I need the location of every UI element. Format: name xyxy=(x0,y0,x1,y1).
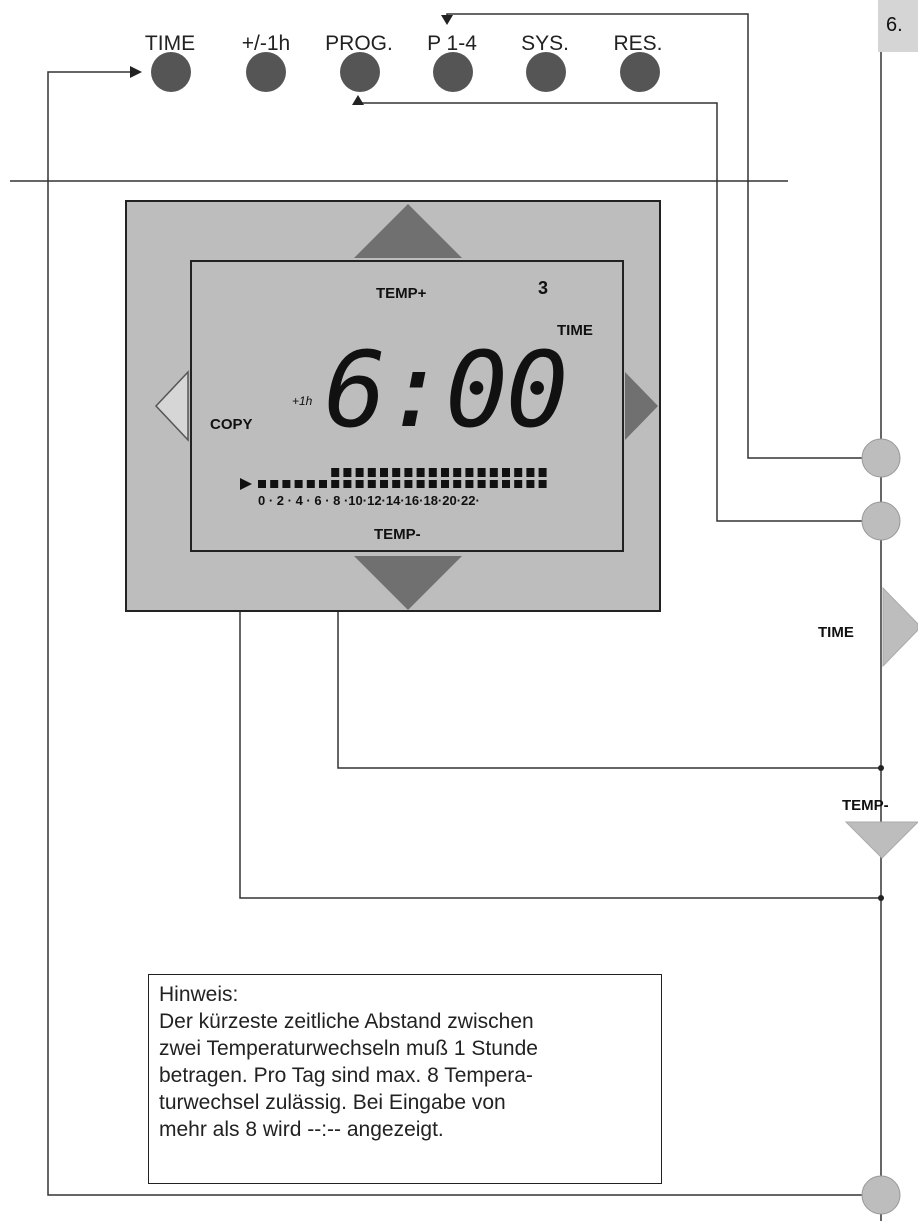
hint-line: turwechsel zulässig. Bei Eingabe von xyxy=(159,1091,506,1114)
hour-segment-high xyxy=(428,468,437,477)
hour-segment-low xyxy=(453,480,462,488)
left-arrow-button xyxy=(154,370,189,442)
plus-1h-indicator: +1h xyxy=(292,394,313,408)
hour-segment-high xyxy=(514,468,523,477)
hour-segment-low xyxy=(270,480,279,488)
side-right-arrow-icon xyxy=(882,586,918,668)
side-temp-minus-label: TEMP- xyxy=(842,797,889,814)
plus-minus-1h-button[interactable] xyxy=(246,52,286,92)
side-button-time-start xyxy=(861,1175,901,1215)
button-label-time: TIME xyxy=(144,32,196,55)
hour-segment-low xyxy=(258,480,266,488)
button-label-prog: PROG. xyxy=(325,32,393,55)
hour-segment-high xyxy=(380,468,388,477)
temp-plus-label: TEMP+ xyxy=(376,285,427,302)
right-arrow-button xyxy=(625,372,658,440)
hour-segment-low xyxy=(404,480,413,488)
junction-dot xyxy=(878,765,884,771)
sys-button[interactable] xyxy=(526,52,566,92)
hour-segment-high xyxy=(367,468,376,477)
side-button-p14 xyxy=(861,438,901,478)
wire-prog-button xyxy=(360,102,862,522)
temp-minus-arrow-button xyxy=(354,556,462,610)
hour-segment-high xyxy=(502,468,510,477)
hour-segment-high xyxy=(477,468,486,477)
res-button[interactable] xyxy=(620,52,660,92)
hint-title: Hinweis: xyxy=(159,983,239,1006)
hour-segment-low xyxy=(416,480,425,488)
time-button[interactable] xyxy=(151,52,191,92)
hour-segment-high xyxy=(489,468,498,477)
pointer-triangle-icon xyxy=(240,478,252,490)
hint-line: zwei Temperaturwechseln muß 1 Stunde xyxy=(159,1037,538,1060)
hour-segment-high xyxy=(392,468,401,477)
wire-time-button xyxy=(47,71,862,1196)
button-label-p14: P 1-4 xyxy=(427,32,477,55)
hour-segment-low xyxy=(538,480,547,488)
side-down-arrow-icon xyxy=(844,821,918,859)
temp-plus-arrow-button xyxy=(354,204,462,258)
arrow-to-prog-button xyxy=(352,95,364,105)
hour-segment-low xyxy=(282,480,291,488)
arrow-to-time-button xyxy=(130,66,142,78)
p14-button[interactable] xyxy=(433,52,473,92)
side-time-label: TIME xyxy=(818,624,854,641)
hour-segment-low xyxy=(331,480,340,488)
hour-segment-low xyxy=(343,480,352,488)
hour-segment-low xyxy=(502,480,510,488)
button-label-res: RES. xyxy=(613,32,663,55)
hour-segment-low xyxy=(441,480,449,488)
hour-segment-low xyxy=(392,480,401,488)
side-button-prog xyxy=(861,501,901,541)
hint-line: betragen. Pro Tag sind max. 8 Tempera- xyxy=(159,1064,533,1087)
hour-segment-high xyxy=(343,468,352,477)
hour-segment-low xyxy=(367,480,376,488)
hint-line: mehr als 8 wird --:-- angezeigt. xyxy=(159,1118,444,1141)
hour-segment-low xyxy=(428,480,437,488)
hour-segment-low xyxy=(526,480,535,488)
hour-segment-low xyxy=(294,480,303,488)
hour-segment-low xyxy=(319,480,327,488)
button-label-plus-minus-1h: +/-1h xyxy=(241,32,291,55)
prog-button[interactable] xyxy=(340,52,380,92)
hour-scale: 0 · 2 · 4 · 6 · 8 ·10·12·14·16·18·20·22· xyxy=(258,493,480,508)
hour-segment-high xyxy=(441,468,449,477)
hour-segment-high xyxy=(465,468,474,477)
wire-pointer xyxy=(239,484,881,899)
copy-label: COPY xyxy=(210,416,253,433)
hour-segment-high xyxy=(331,468,340,477)
lcd-screen xyxy=(190,260,624,552)
junction-dot xyxy=(878,895,884,901)
hour-segment-high xyxy=(355,468,364,477)
hour-segment-high xyxy=(404,468,413,477)
hour-segment-high xyxy=(526,468,535,477)
hour-segment-high xyxy=(416,468,425,477)
hint-box: Hinweis: Der kürzeste zeitliche Abstand … xyxy=(148,974,662,1184)
hour-segment-low xyxy=(380,480,388,488)
arrow-to-p14-button xyxy=(441,15,453,25)
hour-segment-high xyxy=(538,468,547,477)
time-display: 6:00 xyxy=(324,329,568,451)
hour-segment-high xyxy=(453,468,462,477)
hour-segment-low xyxy=(306,480,315,488)
hour-segment-low xyxy=(514,480,523,488)
section-number: 6. xyxy=(878,0,918,52)
hint-line: Der kürzeste zeitliche Abstand zwischen xyxy=(159,1010,534,1033)
hour-segment-low xyxy=(477,480,486,488)
button-label-sys: SYS. xyxy=(521,32,569,55)
lcd-time-label: TIME xyxy=(557,322,593,339)
hour-segment-low xyxy=(489,480,498,488)
hour-segment-low xyxy=(355,480,364,488)
program-number: 3 xyxy=(538,278,549,298)
hour-segment-low xyxy=(465,480,474,488)
temp-minus-label: TEMP- xyxy=(374,526,421,543)
